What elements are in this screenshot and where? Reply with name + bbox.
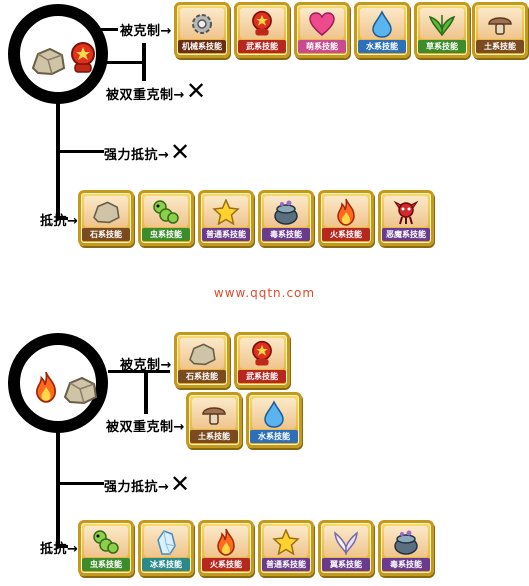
skill-tile-label: 武系技能 xyxy=(238,40,286,53)
skill-tile-label: 火系技能 xyxy=(322,228,370,241)
connector-double-weak-bar xyxy=(142,43,146,81)
weak-to-label: 被克制→ xyxy=(120,358,172,373)
watermark-text: www.qqtn.com xyxy=(213,286,316,300)
water-icon xyxy=(370,9,394,38)
attacker-ring xyxy=(8,4,108,104)
connector-double-weak xyxy=(100,61,144,64)
skill-tile-fight: 武系技能 xyxy=(234,332,290,388)
ice-icon xyxy=(154,528,178,556)
bug-icon xyxy=(92,529,120,555)
skill-tile-label: 萌系技能 xyxy=(298,40,346,53)
skill-tile-rock: 石系技能 xyxy=(174,332,230,388)
strong-resist-label: 强力抵抗→ xyxy=(104,148,170,163)
skill-tile-cute: 萌系技能 xyxy=(294,2,350,58)
connector-strong-resist xyxy=(58,482,104,485)
skill-tile-label: 毒系技能 xyxy=(262,228,310,241)
skill-tile-bug: 虫系技能 xyxy=(138,190,194,246)
attacker-ring xyxy=(8,333,108,433)
skill-tile-normal: 普通系技能 xyxy=(198,190,254,246)
grass-icon xyxy=(428,11,456,37)
skill-tile-label: 冰系技能 xyxy=(142,558,190,571)
skill-tile-label: 水系技能 xyxy=(250,430,298,443)
strong-resist-none-mark: ✕ xyxy=(170,138,191,166)
skill-tile-fire: 火系技能 xyxy=(198,520,254,576)
rock-icon xyxy=(62,375,98,405)
skill-tile-label: 普通系技能 xyxy=(262,558,310,571)
strong-resist-label: 强力抵抗→ xyxy=(104,480,170,495)
skill-tile-normal: 普通系技能 xyxy=(258,520,314,576)
fire-icon xyxy=(214,528,238,556)
connector-resist xyxy=(58,217,68,220)
connector-weak xyxy=(98,28,118,31)
skill-tile-fire: 火系技能 xyxy=(318,190,374,246)
skill-tile-label: 毒系技能 xyxy=(382,558,430,571)
double-weak-label: 被双重克制→ xyxy=(106,420,185,435)
star-icon xyxy=(212,198,240,225)
type-chart-fire-rock: 被克制→ 被双重克制→ 强力抵抗→ ✕ 抵抗→ 石系技能 武系技能 土系技能 水… xyxy=(0,330,529,586)
connector-vertical xyxy=(56,100,60,220)
double-weak-none-mark: ✕ xyxy=(186,77,207,105)
skill-tile-label: 虫系技能 xyxy=(82,558,130,571)
resist-label: 抵抗→ xyxy=(40,542,79,557)
poison-icon xyxy=(392,529,420,555)
connector-vertical xyxy=(56,428,60,548)
fight-icon xyxy=(68,41,98,75)
skill-tile-ice: 冰系技能 xyxy=(138,520,194,576)
gear-icon xyxy=(188,10,216,38)
star-icon xyxy=(272,528,300,555)
demon-icon xyxy=(392,199,420,225)
skill-tile-label: 草系技能 xyxy=(418,40,466,53)
fight-icon xyxy=(248,340,276,368)
rock-icon xyxy=(187,342,217,366)
skill-tile-fight: 武系技能 xyxy=(234,2,290,58)
poison-icon xyxy=(272,199,300,225)
skill-tile-label: 普通系技能 xyxy=(202,228,250,241)
fire-icon xyxy=(32,371,60,403)
skill-tile-earth: 土系技能 xyxy=(186,392,242,448)
skill-tile-label: 火系技能 xyxy=(202,558,250,571)
skill-tile-poison: 毒系技能 xyxy=(378,520,434,576)
skill-tile-water: 水系技能 xyxy=(354,2,410,58)
skill-tile-grass: 草系技能 xyxy=(414,2,470,58)
weak-to-label: 被克制→ xyxy=(120,24,172,39)
mushroom-icon xyxy=(486,11,514,37)
connector-weak xyxy=(108,370,170,373)
bug-icon xyxy=(152,199,180,225)
mushroom-icon xyxy=(200,401,228,427)
water-icon xyxy=(262,399,286,428)
rock-icon xyxy=(30,46,66,76)
type-chart-rock-fight: 被克制→ 被双重克制→ ✕ 强力抵抗→ ✕ 抵抗→ 机械系技能 武系技能 萌系技… xyxy=(0,0,529,265)
skill-tile-rock: 石系技能 xyxy=(78,190,134,246)
double-weak-label: 被双重克制→ xyxy=(106,88,185,103)
skill-tile-wing: 翼系技能 xyxy=(318,520,374,576)
strong-resist-none-mark: ✕ xyxy=(170,470,191,498)
skill-tile-label: 石系技能 xyxy=(82,228,130,241)
fight-icon xyxy=(248,10,276,38)
skill-tile-label: 武系技能 xyxy=(238,370,286,383)
connector-double-weak-bar xyxy=(144,370,148,414)
skill-tile-bug: 虫系技能 xyxy=(78,520,134,576)
skill-tile-label: 恶魔系技能 xyxy=(382,228,430,241)
skill-tile-label: 翼系技能 xyxy=(322,558,370,571)
skill-tile-poison: 毒系技能 xyxy=(258,190,314,246)
skill-tile-label: 土系技能 xyxy=(476,40,524,53)
wing-icon xyxy=(332,529,360,555)
skill-tile-mechanical: 机械系技能 xyxy=(174,2,230,58)
connector-resist xyxy=(58,545,68,548)
skill-tile-water: 水系技能 xyxy=(246,392,302,448)
fire-icon xyxy=(334,198,358,226)
skill-tile-label: 土系技能 xyxy=(190,430,238,443)
skill-tile-demon: 恶魔系技能 xyxy=(378,190,434,246)
skill-tile-label: 石系技能 xyxy=(178,370,226,383)
connector-strong-resist xyxy=(58,150,104,153)
skill-tile-label: 虫系技能 xyxy=(142,228,190,241)
resist-label: 抵抗→ xyxy=(40,214,79,229)
heart-icon xyxy=(308,11,336,37)
skill-tile-earth: 土系技能 xyxy=(472,2,528,58)
rock-icon xyxy=(91,200,121,224)
skill-tile-label: 机械系技能 xyxy=(178,40,226,53)
skill-tile-label: 水系技能 xyxy=(358,40,406,53)
